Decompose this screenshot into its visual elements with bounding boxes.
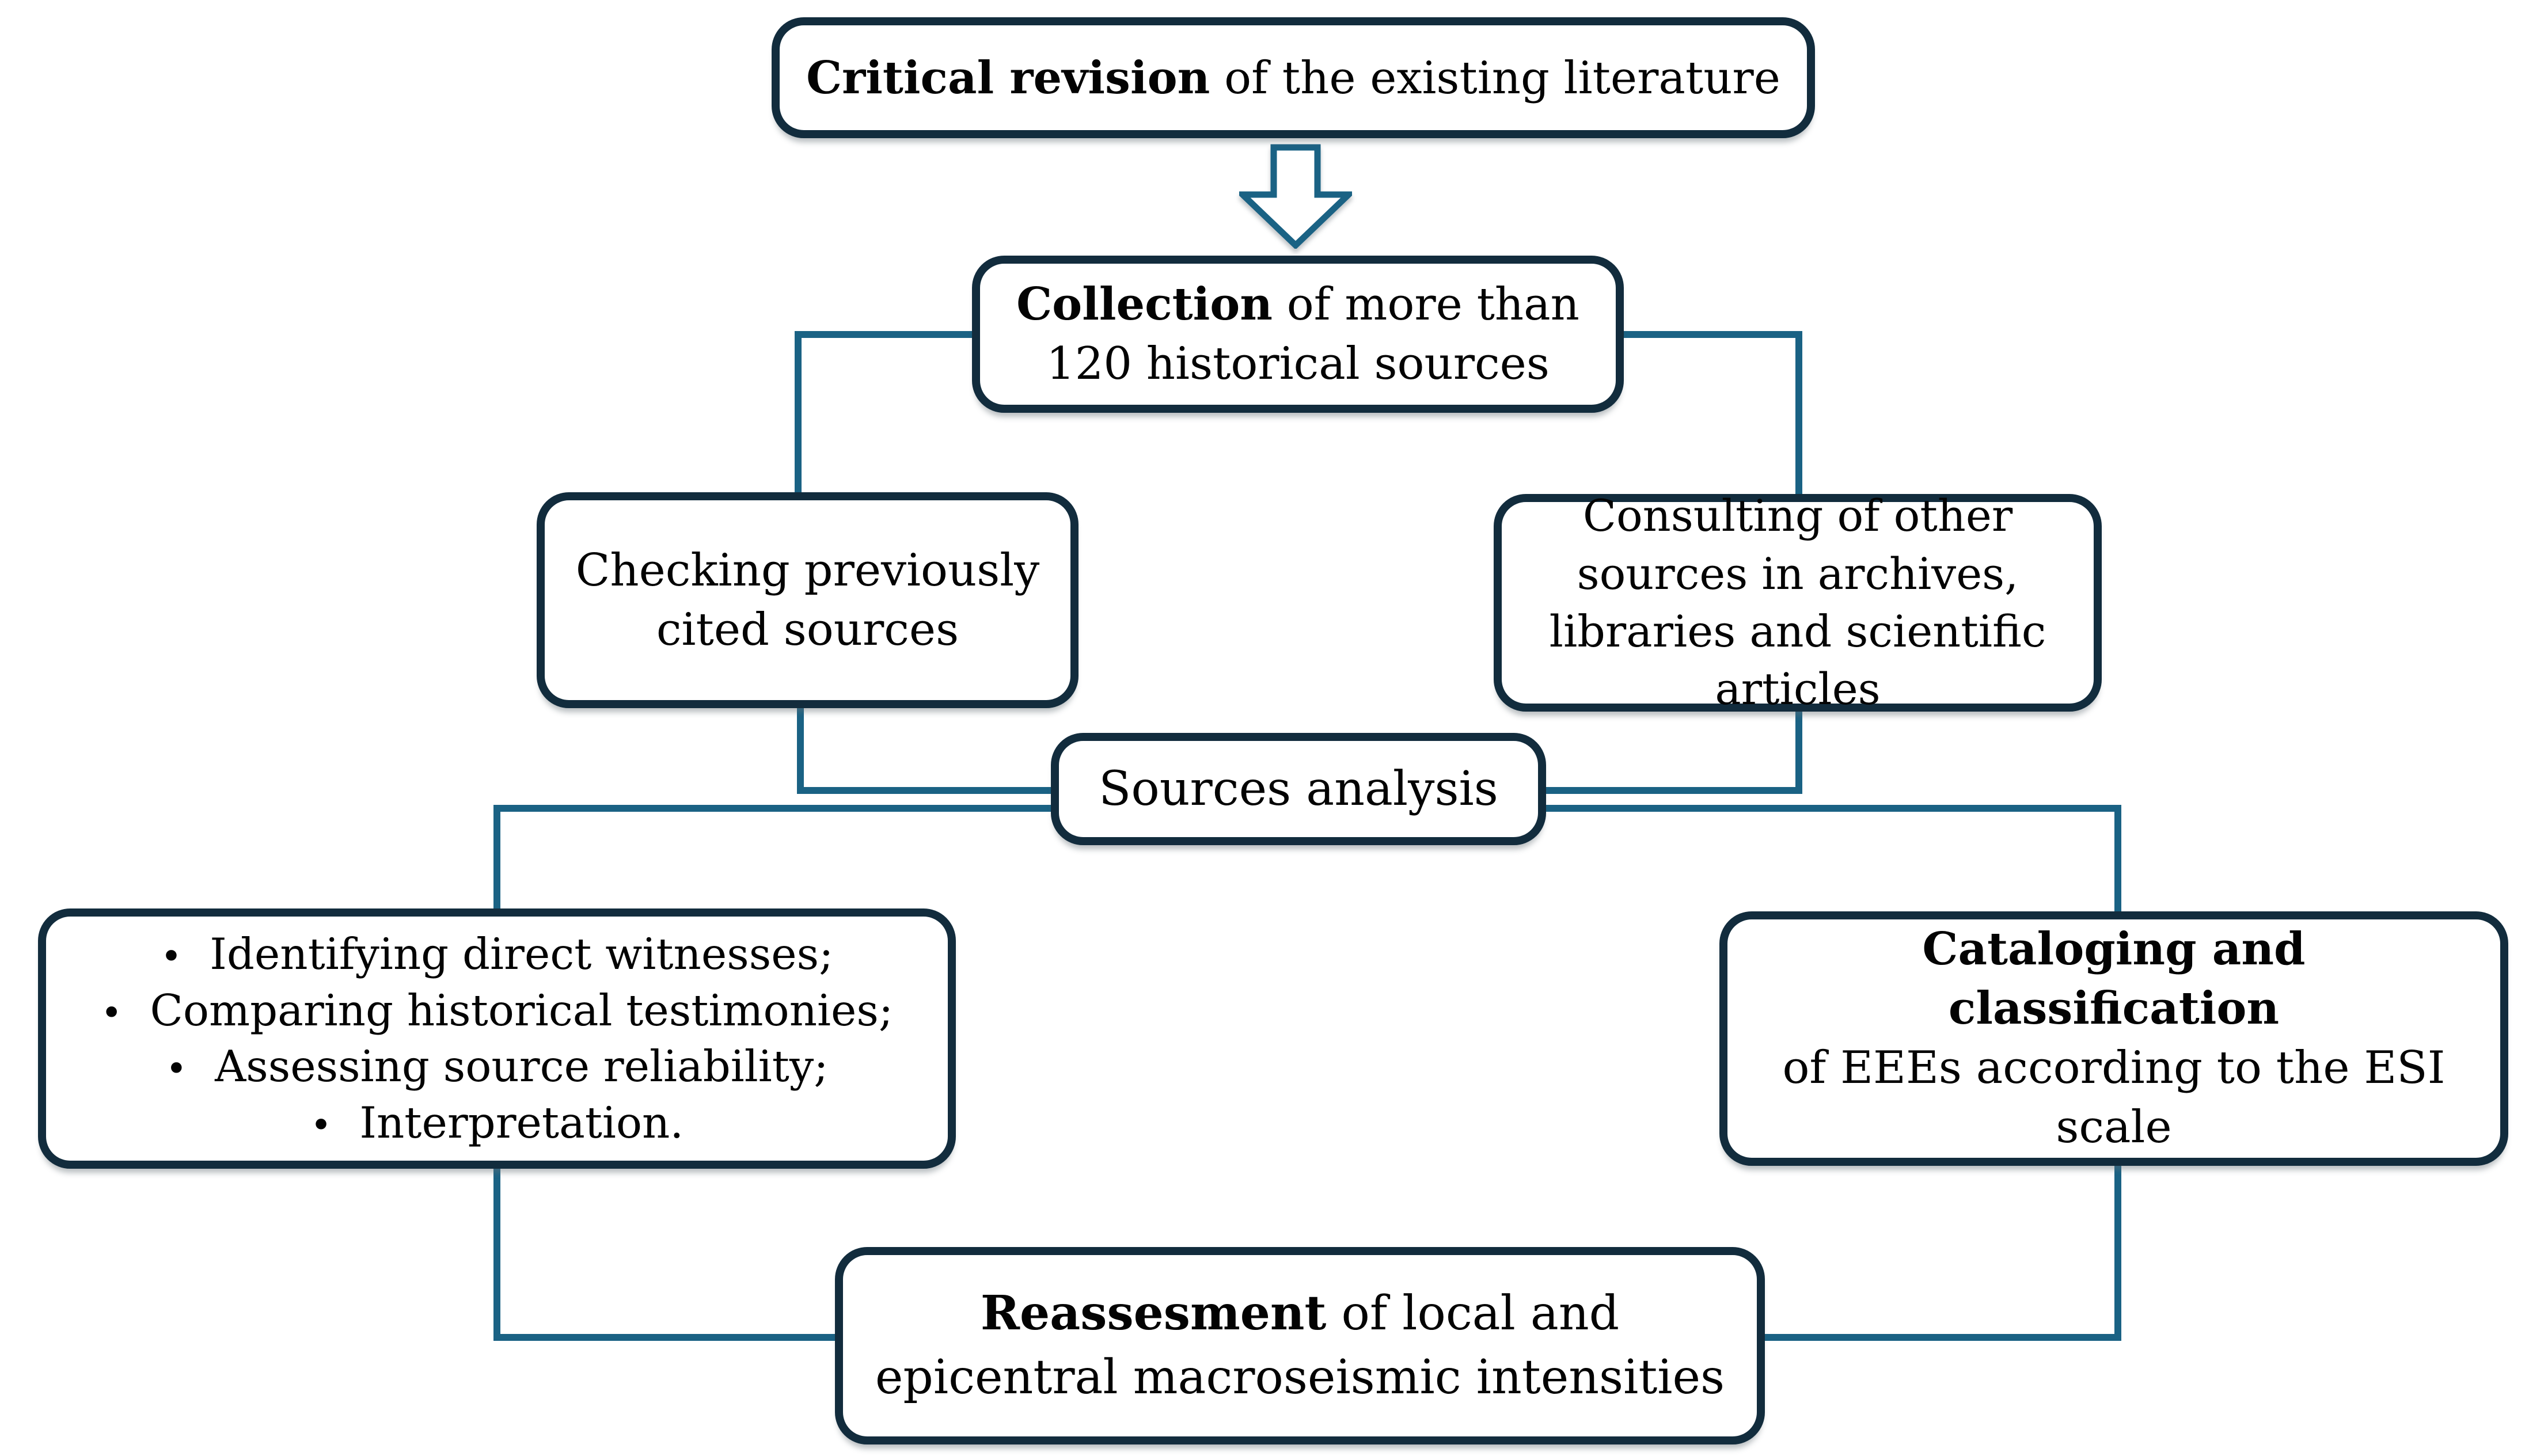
bullet-icon: •	[310, 1104, 332, 1147]
node-collection-sources: Collection of more than 120 historical s…	[972, 256, 1624, 413]
bullet-icon: •	[100, 991, 123, 1035]
connector-cataloging-to-reassesment-horizontal	[1758, 1334, 2121, 1341]
list-item: • Assessing source reliability;	[166, 1039, 829, 1095]
node-consulting-other-sources: Consulting of other sources in archives,…	[1494, 490, 2102, 714]
list-item-label: Interpretation.	[359, 1097, 684, 1148]
node-sources-analysis: Sources analysis	[1051, 733, 1546, 845]
node-reassesment-intensities-label: Reassesment of local and epicentral macr…	[875, 1286, 1725, 1405]
connector-sources-to-steps-horizontal	[493, 805, 1054, 812]
bullet-icon: •	[160, 936, 183, 978]
node-critical-revision: Critical revision of the existing litera…	[772, 17, 1815, 138]
connector-steps-to-reassesment-vertical	[493, 1165, 500, 1341]
connector-collection-to-checking-vertical	[795, 331, 802, 499]
node-critical-revision-label: Critical revision of the existing litera…	[806, 51, 1780, 104]
connector-cataloging-to-reassesment-vertical	[2114, 1162, 2121, 1341]
connector-steps-to-reassesment-horizontal	[493, 1334, 842, 1341]
connector-consulting-to-sources-horizontal	[1543, 787, 1802, 794]
down-block-arrow-icon	[1239, 144, 1352, 249]
node-consulting-other-sources-label: Consulting of other sources in archives,…	[1549, 490, 2046, 715]
node-checking-cited-sources-label: Checking previously cited sources	[575, 544, 1040, 656]
list-item-label: Assessing source reliability;	[215, 1041, 829, 1092]
node-cataloging-classification-label: Cataloging and classification of EEEs ac…	[1782, 923, 2446, 1153]
list-item-label: Comparing historical testimonies;	[150, 984, 894, 1036]
node-checking-cited-sources: Checking previously cited sources	[537, 492, 1079, 708]
bullet-icon: •	[165, 1048, 188, 1090]
node-analysis-steps-list: • Identifying direct witnesses; • Compar…	[38, 908, 956, 1169]
connector-collection-to-consulting-vertical	[1795, 331, 1802, 501]
connector-checking-to-sources-horizontal	[797, 787, 1054, 794]
connector-consulting-to-sources-vertical	[1795, 708, 1802, 794]
node-cataloging-classification: Cataloging and classification of EEEs ac…	[1719, 911, 2508, 1166]
connector-collection-to-checking-horizontal	[795, 331, 980, 338]
node-reassesment-intensities: Reassesment of local and epicentral macr…	[835, 1247, 1765, 1444]
connector-collection-to-consulting-horizontal	[1620, 331, 1802, 338]
connector-checking-to-sources-vertical	[797, 705, 804, 794]
list-item: • Interpretation.	[310, 1095, 683, 1151]
list-item: • Identifying direct witnesses;	[161, 926, 834, 983]
list-item-label: Identifying direct witnesses;	[210, 929, 834, 979]
connector-sources-to-cataloging-vertical	[2114, 805, 2121, 918]
list-item: • Comparing historical testimonies;	[101, 983, 893, 1039]
connector-sources-to-steps-vertical	[493, 805, 500, 915]
connector-sources-to-cataloging-horizontal	[1543, 805, 2121, 812]
node-sources-analysis-label: Sources analysis	[1099, 762, 1498, 816]
node-collection-sources-label: Collection of more than 120 historical s…	[1016, 277, 1579, 390]
